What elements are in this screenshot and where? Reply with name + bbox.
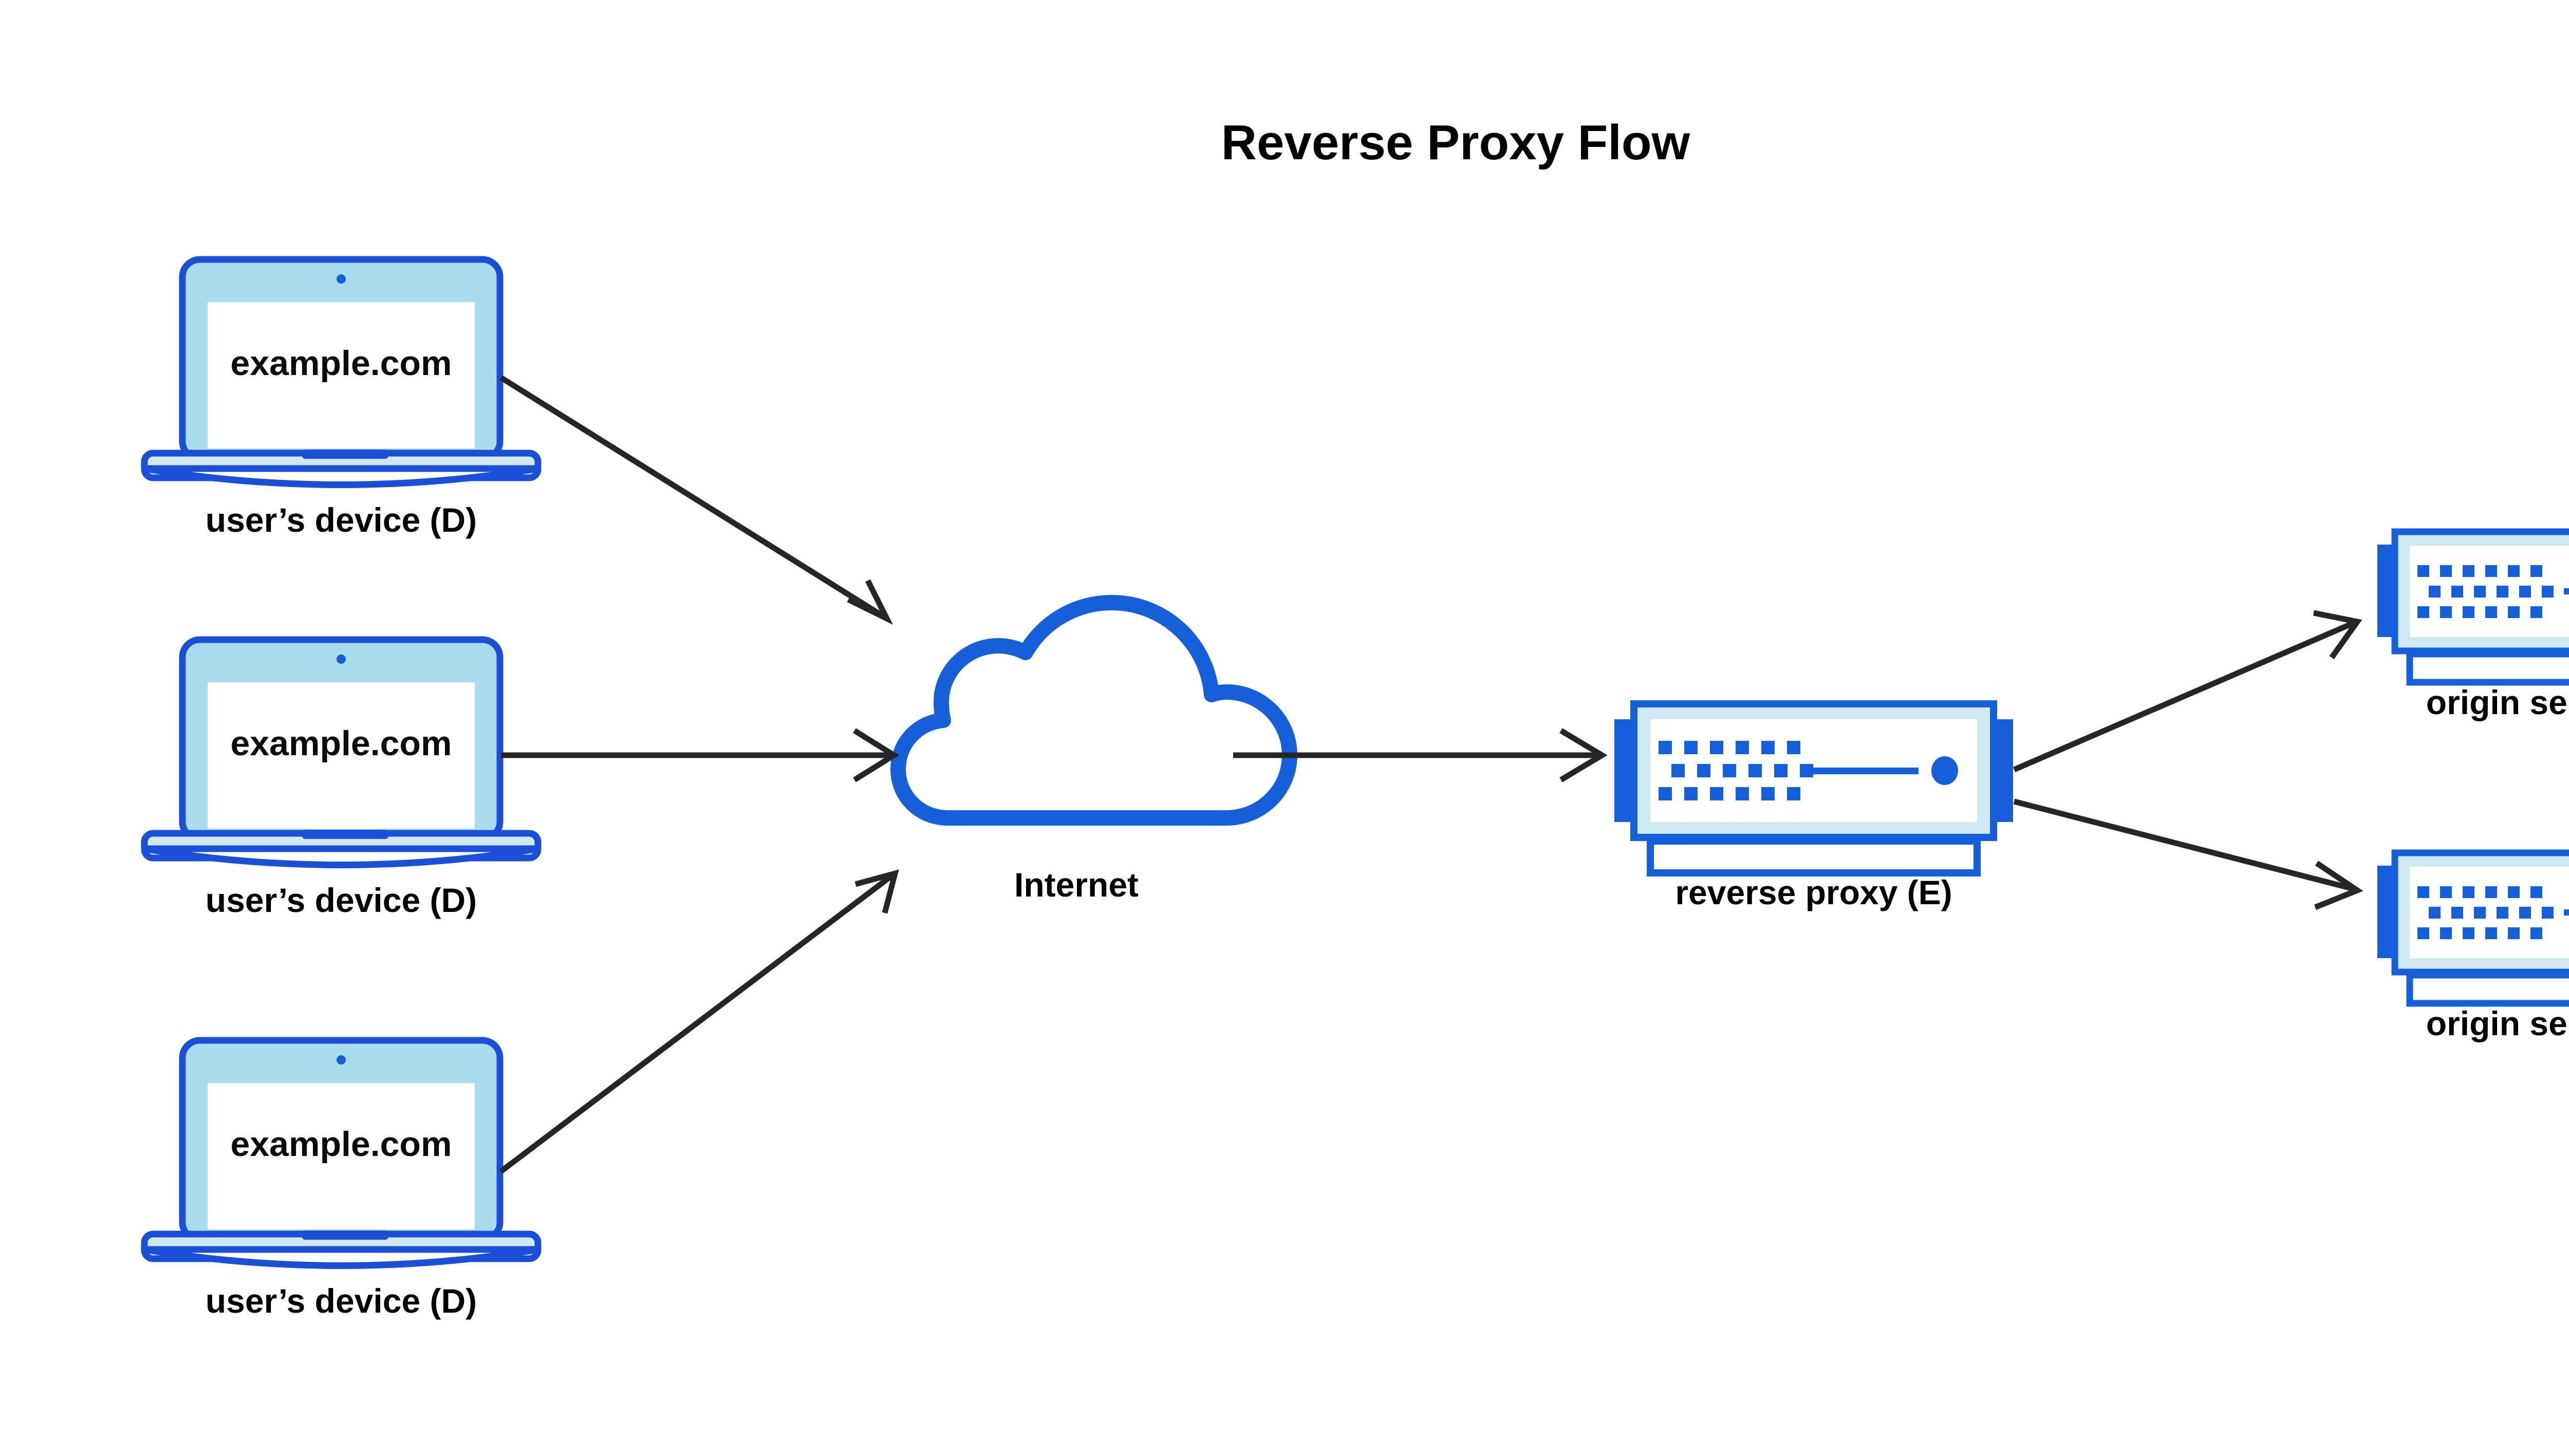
- flow-client2-to-internet: [501, 728, 900, 782]
- page-title: Reverse Proxy Flow: [1221, 115, 1690, 170]
- server-shelf: [1647, 837, 1981, 876]
- server-vent-grid: [1659, 741, 1813, 800]
- client-label: user’s device (D): [206, 881, 477, 919]
- laptop-trackpad-notch: [302, 450, 388, 459]
- server-vent-grid: [2417, 886, 2554, 939]
- server-shelf: [2406, 972, 2569, 1007]
- flow-internet-to-proxy: [1233, 728, 1608, 782]
- client-screen-text: example.com: [231, 1125, 452, 1164]
- internet-label: Internet: [1014, 866, 1139, 904]
- server-status-bar: [2564, 588, 2569, 594]
- proxy-label: reverse proxy (E): [1675, 873, 1952, 911]
- laptop-base-lip: [143, 1246, 539, 1269]
- server-led-icon: [1931, 756, 1958, 785]
- laptop-screen: [208, 1083, 475, 1229]
- node-reverse-proxy[interactable]: reverse proxy (E): [1614, 700, 2013, 911]
- laptop-icon: [141, 1037, 542, 1269]
- node-internet[interactable]: Internet: [890, 595, 1297, 904]
- laptop-icon: [141, 256, 542, 488]
- laptop-camera-icon: [337, 1055, 346, 1065]
- laptop-camera-icon: [337, 655, 346, 664]
- laptop-screen: [208, 302, 475, 449]
- node-client-1[interactable]: example.com user’s device (D): [141, 256, 542, 539]
- client-label: user’s device (D): [206, 501, 477, 539]
- laptop-base-lip: [143, 845, 539, 868]
- server-icon: [1614, 700, 2013, 876]
- server-icon: [2377, 849, 2569, 1007]
- cloud-icon: [890, 595, 1297, 826]
- flow-proxy-to-origin1: [2013, 610, 2362, 773]
- client-screen-text: example.com: [231, 724, 452, 763]
- node-client-2[interactable]: example.com user’s device (D): [141, 636, 542, 919]
- node-origin-1[interactable]: origin server (F): [2377, 528, 2569, 721]
- client-screen-text: example.com: [231, 344, 452, 383]
- node-origin-2[interactable]: origin server (F): [2377, 849, 2569, 1042]
- origin-label: origin server (F): [2426, 1004, 2569, 1042]
- flow-client1-to-internet: [499, 375, 893, 625]
- flow-client3-to-internet: [499, 869, 899, 1174]
- server-status-bar: [1811, 768, 1919, 774]
- laptop-trackpad-notch: [302, 830, 388, 839]
- node-client-3[interactable]: example.com user’s device (D): [141, 1037, 542, 1320]
- flow-proxy-to-origin2: [2013, 798, 2363, 910]
- laptop-base-lip: [143, 465, 539, 488]
- laptop-trackpad-notch: [302, 1230, 388, 1240]
- server-shelf: [2406, 650, 2569, 686]
- server-vent-grid: [2417, 565, 2554, 618]
- laptop-screen: [208, 682, 475, 829]
- client-label: user’s device (D): [206, 1282, 477, 1320]
- server-status-bar: [2564, 909, 2569, 916]
- origin-label: origin server (F): [2426, 683, 2569, 721]
- cloud-shape: [890, 595, 1297, 826]
- laptop-icon: [141, 636, 542, 868]
- laptop-camera-icon: [337, 274, 346, 284]
- server-icon: [2377, 528, 2569, 686]
